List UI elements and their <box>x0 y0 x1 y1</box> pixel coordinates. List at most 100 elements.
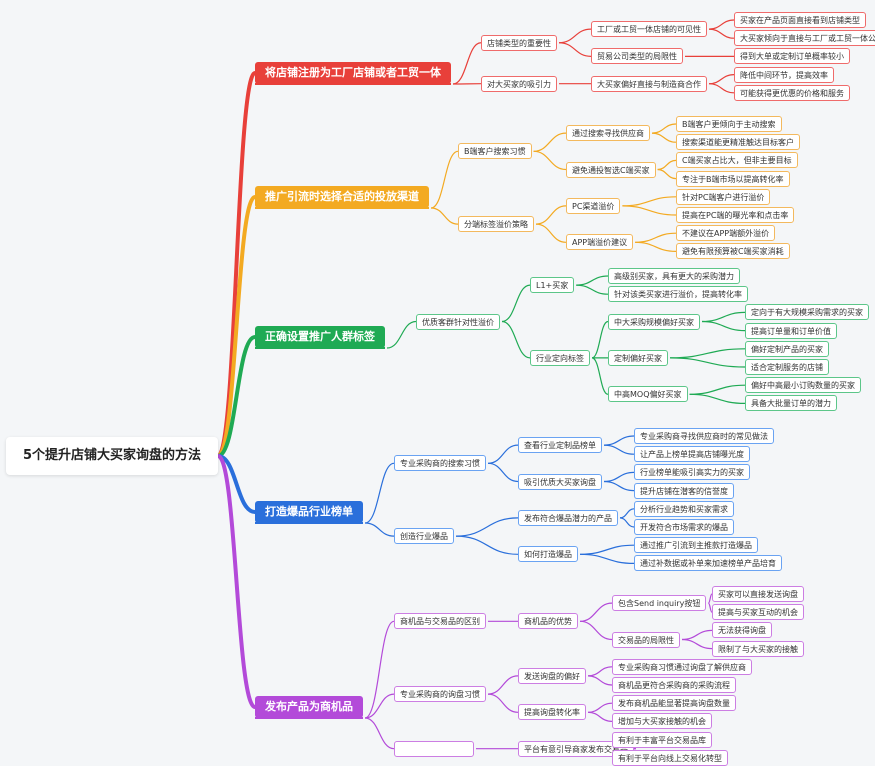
topic-node: APP端溢价建议 <box>566 234 634 251</box>
branch-connector-5 <box>216 454 257 709</box>
topic-node: 行业定向标签 <box>530 349 590 366</box>
branch-connector-4 <box>217 454 256 514</box>
connector <box>603 444 635 455</box>
connector <box>651 123 677 134</box>
leaf-node: C端买家占比大，但非主要目标 <box>676 152 798 169</box>
connector <box>576 275 609 286</box>
leaf-node: 有利于丰富平台交易品库 <box>612 731 712 748</box>
connector <box>657 168 677 180</box>
connector <box>635 232 677 243</box>
connector <box>535 205 567 225</box>
leaf-node: 提升店铺在潜客的信誉度 <box>634 482 734 499</box>
leaf-node: 有利于平台向线上交易化转型 <box>612 749 728 766</box>
connector <box>603 435 635 446</box>
branch-2-title: 推广引流时选择合适的投放渠道 <box>255 186 429 208</box>
connector <box>591 357 609 395</box>
connector <box>651 132 677 143</box>
connector <box>576 284 609 295</box>
connector <box>587 711 613 722</box>
topic-node: 中大采购规模偏好买家 <box>608 313 700 330</box>
connector <box>579 553 635 564</box>
connector <box>364 462 395 524</box>
connector <box>587 702 613 713</box>
topic-node: 中高MOQ偏好买家 <box>608 386 688 403</box>
topic-node: 工厂或工贸一体店铺的可见性 <box>591 21 707 38</box>
connector <box>619 508 635 519</box>
connector <box>622 196 677 207</box>
connector <box>708 28 735 39</box>
topic-node: 大买家偏好直接与制造商合作 <box>591 75 707 92</box>
topic-node: 交易品的局限性 <box>612 631 680 648</box>
leaf-node: 专注于B端市场以提高转化率 <box>676 170 790 187</box>
topic-node: 发送询盘的偏好 <box>518 667 586 684</box>
connector <box>681 629 713 641</box>
leaf-node: 偏好中高最小订购数量的买家 <box>745 377 861 394</box>
leaf-node: 专业采购商寻找供应商时的常见做法 <box>634 428 774 444</box>
leaf-node: 买家在产品页面直接看到店铺类型 <box>734 12 866 28</box>
connector <box>603 471 635 483</box>
connector <box>635 241 677 252</box>
leaf-node: 提高在PC端的曝光率和点击率 <box>676 207 795 223</box>
connector <box>708 602 713 613</box>
connector <box>487 462 519 483</box>
connector <box>487 693 519 713</box>
leaf-node: 通过推广引流到主推款打造爆品 <box>634 537 758 554</box>
topic-node: 查看行业定制品榜单 <box>518 437 602 454</box>
leaf-node: 提高订单量和订单价值 <box>745 322 837 339</box>
connector <box>386 320 417 349</box>
leaf-node: 买家可以直接发送询盘 <box>712 586 804 602</box>
connector <box>708 83 735 94</box>
leaf-node: 可能获得更优惠的价格和服务 <box>734 84 850 101</box>
leaf-node: 针对该类买家进行溢价，提高转化率 <box>608 286 748 303</box>
topic-node: 如何打造爆品 <box>518 546 578 563</box>
connector <box>587 666 613 677</box>
connector <box>669 348 746 359</box>
connector <box>708 19 735 30</box>
connector <box>533 150 567 171</box>
connector <box>430 207 459 225</box>
topic-node: 吸引优质大买家询盘 <box>518 473 602 490</box>
connector <box>558 42 592 57</box>
leaf-node: 分析行业趋势和买家需求 <box>634 500 734 517</box>
topic-node: 包含Send inquiry按钮 <box>612 595 707 612</box>
connector <box>603 480 635 492</box>
leaf-node: 让产品上榜单提高店铺曝光度 <box>634 446 750 463</box>
connector <box>487 675 519 695</box>
topic-node: 优质客群针对性溢价 <box>416 313 500 330</box>
topic-node: 创造行业爆品 <box>394 528 454 545</box>
leaf-node: 针对PC端客户进行溢价 <box>676 188 771 205</box>
leaf-node: B端客户更倾向于主动搜索 <box>676 116 782 132</box>
leaf-node: 偏好定制产品的买家 <box>745 340 829 357</box>
connector <box>701 311 746 323</box>
connector <box>591 320 609 359</box>
connector <box>364 522 395 537</box>
topic-node: B端客户搜索习惯 <box>458 143 532 160</box>
leaf-node: 专业采购商习惯通过询盘了解供应商 <box>612 658 752 675</box>
branch-5-title: 发布产品为商机品 <box>255 696 363 718</box>
topic-node: 专业采购商的询盘习惯 <box>394 686 486 703</box>
topic-node <box>394 740 474 757</box>
topic-node: 定制偏好买家 <box>608 349 668 366</box>
leaf-node: 高级别买家，具有更大的采购潜力 <box>608 268 740 284</box>
leaf-node: 开发符合市场需求的爆品 <box>634 519 734 535</box>
root-title: 5个提升店铺大买家询盘的方法 <box>6 437 218 475</box>
connector <box>708 74 735 85</box>
connector <box>579 544 635 555</box>
leaf-node: 具备大批量订单的潜力 <box>745 395 837 412</box>
topic-node: 平台有意引导商家发布交易品 <box>518 740 634 757</box>
branch-3-title: 正确设置推广人群标签 <box>255 326 385 348</box>
connector <box>622 205 677 216</box>
connector <box>701 320 746 332</box>
connector <box>657 159 677 171</box>
connector <box>689 393 746 404</box>
topic-node: 避免通投智选C端买家 <box>566 161 656 178</box>
topic-node: 对大买家的吸引力 <box>481 75 557 92</box>
topic-node: PC渠道溢价 <box>566 197 621 214</box>
branch-4-title: 打造爆品行业榜单 <box>255 501 363 523</box>
connector <box>364 717 395 750</box>
leaf-node: 适合定制服务的店铺 <box>745 359 829 375</box>
topic-node: 通过搜索寻找供应商 <box>566 125 650 142</box>
leaf-node: 降低中间环节，提高效率 <box>734 66 834 83</box>
connector <box>452 42 482 85</box>
topic-node: L1+买家 <box>530 277 575 294</box>
